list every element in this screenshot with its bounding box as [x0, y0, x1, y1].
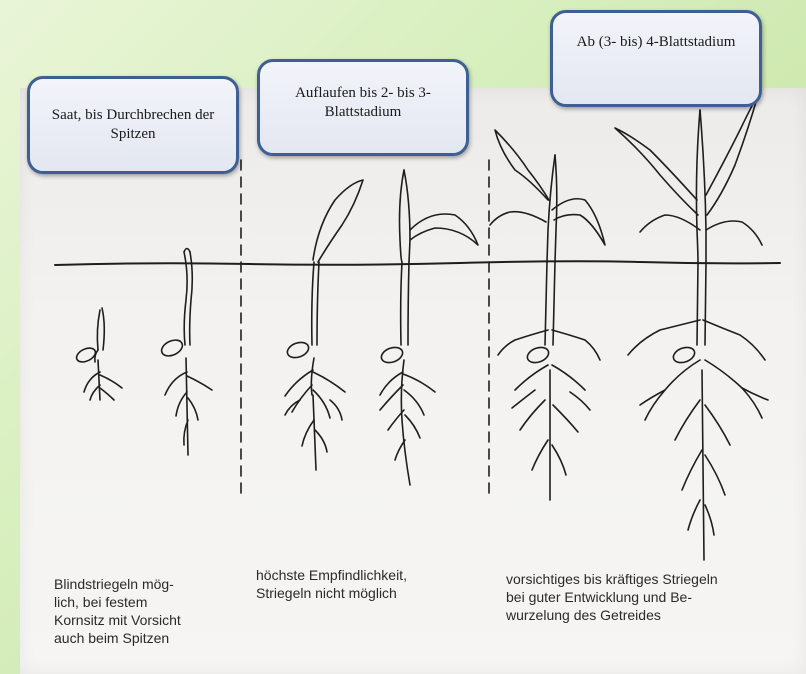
plant-coleoptile — [159, 249, 212, 456]
caption-stage-1: Blindstriegeln mög- lich, bei festem Kor… — [54, 575, 244, 647]
stage-box-emergence: Auflaufen bis 2- bis 3-Blattstadium — [257, 59, 469, 156]
plant-seed-germinating — [74, 308, 122, 400]
plant-first-leaf — [285, 180, 363, 470]
plant-four-leaves — [615, 95, 768, 560]
stage-heading: Saat, bis Durchbrechen der Spitzen — [38, 106, 228, 144]
plant-two-leaves — [379, 170, 478, 485]
stage-box-four-leaf: Ab (3- bis) 4-Blattstadium — [550, 10, 762, 107]
plant-three-leaves — [490, 130, 605, 500]
soil-line — [55, 261, 780, 265]
caption-stage-2: höchste Empfindlichkeit, Striegeln nicht… — [256, 566, 486, 602]
stage-heading: Ab (3- bis) 4-Blattstadium — [561, 33, 751, 52]
stage-box-sowing: Saat, bis Durchbrechen der Spitzen — [27, 76, 239, 174]
caption-stage-3: vorsichtiges bis kräftiges Striegeln bei… — [506, 570, 796, 624]
stage-heading: Auflaufen bis 2- bis 3-Blattstadium — [268, 84, 458, 122]
